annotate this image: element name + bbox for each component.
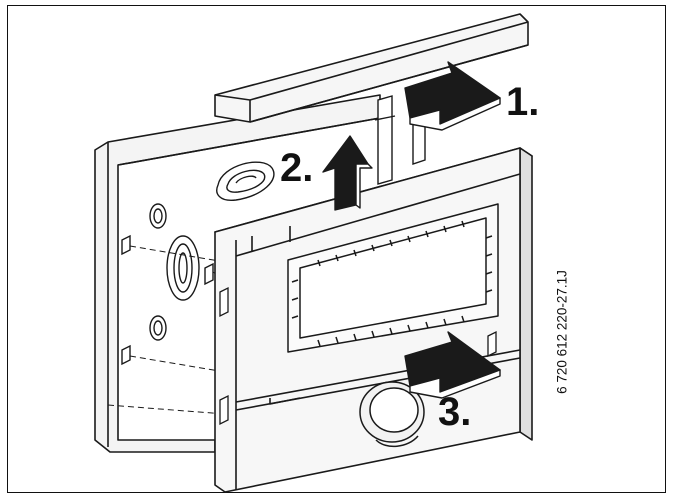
document-id: 6 720 612 220-27.1J <box>554 270 570 394</box>
arrow-step-1 <box>404 61 501 131</box>
arrow-step-3 <box>404 331 501 399</box>
arrow-step-2 <box>322 135 373 211</box>
loose-clip <box>216 161 275 201</box>
mounting-slots <box>121 203 214 366</box>
rotary-knob <box>359 381 425 448</box>
step-2-label: 2. <box>280 146 314 190</box>
top-cover <box>214 13 529 123</box>
step-1-label: 1. <box>506 80 540 124</box>
diagram-frame <box>7 5 666 493</box>
display-window <box>287 203 499 353</box>
step-3-label: 3. <box>438 390 472 434</box>
